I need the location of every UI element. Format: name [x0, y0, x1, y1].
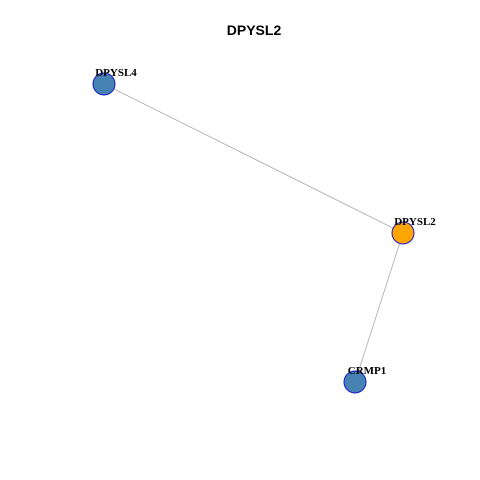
- node-label: DPYSL4: [95, 67, 137, 79]
- node-label: CRMP1: [348, 365, 387, 377]
- node-dpysl2: DPYSL2: [391, 216, 436, 245]
- node-circle: [92, 72, 116, 96]
- node-dpysl4: DPYSL4: [92, 67, 137, 96]
- node-circle: [391, 221, 415, 245]
- node-crmp1: CRMP1: [343, 365, 387, 394]
- edge-dpysl4-dpysl2: [103, 83, 404, 234]
- node-label: DPYSL2: [394, 216, 436, 228]
- node-circle: [343, 370, 367, 394]
- diagram-title: DPYSL2: [227, 22, 282, 38]
- edges-layer: [103, 83, 404, 383]
- edge-dpysl2-crmp1: [354, 232, 404, 383]
